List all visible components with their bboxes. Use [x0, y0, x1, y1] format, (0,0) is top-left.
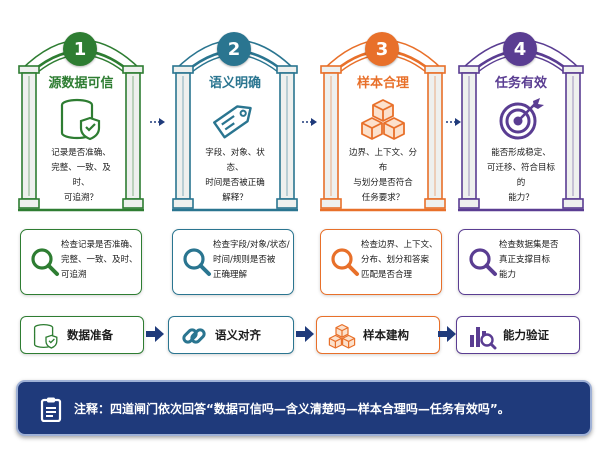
check-text-line: 正确理解 — [213, 270, 248, 280]
gate-question: 边界、上下文、分布与划分是否符合任务要求？ — [346, 146, 420, 206]
database-shield-icon — [56, 96, 106, 142]
gate-title: 源数据可信 — [48, 76, 114, 91]
link-icon — [179, 321, 209, 351]
check-text-line: 检查边界、上下文、 — [361, 240, 438, 250]
magnifier-icon — [181, 246, 213, 278]
check-text: 检查数据集是否真正支撑目标能力 — [499, 238, 577, 283]
pipeline-step-label: 能力验证 — [503, 328, 549, 342]
pipeline-step-3: 样本建构 — [316, 316, 440, 354]
check-text-line: 可追溯 — [61, 270, 87, 280]
gate-question: 记录是否准确、完整、一致、及时、可追溯？ — [44, 146, 118, 206]
check-card-3: 检查边界、上下文、分布、划分和答案匹配是否合理 — [320, 229, 442, 295]
gate-question: 能否形成稳定、可迁移、符合目标的能力？ — [484, 146, 558, 206]
arrow-right-icon — [146, 326, 164, 342]
arrow-right-icon — [438, 326, 456, 342]
pipeline-step-label: 样本建构 — [363, 328, 409, 342]
check-card-2: 检查字段/对象/状态/时间/规则是否被正确理解 — [172, 229, 294, 295]
check-text-line: 能力 — [499, 270, 517, 280]
check-text-line: 检查记录是否准确、 — [61, 240, 138, 250]
gate-3: 3 样本合理 边界、上下文、分布与划分是否符合任务要求？ — [320, 26, 446, 212]
magnifier-icon — [29, 246, 61, 278]
gate-question-line: 时间是否被正确 — [205, 178, 265, 188]
dashed-arrow-icon — [302, 112, 318, 126]
check-text: 检查边界、上下文、分布、划分和答案匹配是否合理 — [361, 238, 439, 283]
gate-question-line: 可追溯？ — [63, 193, 98, 203]
gate-question-line: 能否形成稳定、 — [491, 148, 551, 158]
check-card-1: 检查记录是否准确、完整、一致、及时、可追溯 — [20, 229, 142, 295]
arrow-right-icon — [296, 326, 314, 342]
gate-question-line: 记录是否准确、 — [51, 148, 111, 158]
gate-question-line: 完整、一致、及时、 — [51, 163, 111, 188]
gate-title: 语义明确 — [208, 76, 261, 91]
gate-title: 样本合理 — [356, 76, 409, 91]
pipeline-step-4: 能力验证 — [456, 316, 580, 354]
gate-question-line: 字段、对象、状态、 — [205, 148, 265, 173]
clipboard-icon — [38, 396, 64, 423]
gate-question-line: 与划分是否符合 — [353, 178, 413, 188]
pipeline-step-label: 语义对齐 — [215, 328, 261, 342]
gate-4: 4 任务有效 能否形成稳定、可迁移、符合目标的能力？ — [458, 26, 584, 212]
gate-number-badge: 2 — [217, 32, 251, 66]
cubes-icon — [327, 321, 357, 351]
check-text: 检查字段/对象/状态/时间/规则是否被正确理解 — [213, 238, 291, 283]
gate-1: 1 源数据可信 记录是否准确、完整、一致、及时、可追溯？ — [18, 26, 144, 212]
check-text-line: 匹配是否合理 — [361, 270, 413, 280]
database-shield-icon — [31, 321, 61, 351]
pipeline-step-label: 数据准备 — [67, 328, 113, 342]
gate-number-badge: 1 — [63, 32, 97, 66]
tag-icon — [210, 96, 260, 142]
check-card-4: 检查数据集是否真正支撑目标能力 — [458, 229, 580, 295]
magnifier-icon — [329, 246, 361, 278]
check-text: 检查记录是否准确、完整、一致、及时、可追溯 — [61, 238, 139, 283]
pipeline-step-1: 数据准备 — [20, 316, 144, 354]
dashed-arrow-icon — [446, 112, 462, 126]
gate-number-badge: 4 — [503, 32, 537, 66]
gate-question: 字段、对象、状态、时间是否被正确解释？ — [198, 146, 272, 206]
gate-question-line: 能力？ — [508, 193, 534, 203]
note-bar: 注释：四道闸门依次回答“数据可信吗—含义清楚吗—样本合理吗—任务有效吗”。 — [16, 380, 592, 436]
chart-magnifier-icon — [467, 321, 497, 351]
gate-number-badge: 3 — [365, 32, 399, 66]
check-text-line: 分布、划分和答案 — [361, 255, 430, 265]
gate-question-line: 解释？ — [222, 193, 248, 203]
note-text: 注释：四道闸门依次回答“数据可信吗—含义清楚吗—样本合理吗—任务有效吗”。 — [74, 402, 510, 416]
dashed-arrow-icon — [150, 112, 166, 126]
check-text-line: 检查数据集是否 — [499, 240, 559, 250]
check-text-line: 时间/规则是否被 — [213, 255, 276, 265]
stacked-cubes-icon — [358, 96, 408, 142]
gate-title: 任务有效 — [494, 76, 547, 91]
check-text-line: 完整、一致、及时、 — [61, 255, 138, 265]
gate-question-line: 边界、上下文、分布 — [348, 148, 417, 173]
gate-question-line: 可迁移、符合目标的 — [486, 163, 555, 188]
magnifier-icon — [467, 246, 499, 278]
target-icon — [496, 96, 546, 142]
check-text-line: 真正支撑目标 — [499, 255, 551, 265]
check-text-line: 检查字段/对象/状态/ — [213, 240, 290, 250]
gate-question-line: 任务要求？ — [361, 193, 405, 203]
pipeline-step-2: 语义对齐 — [168, 316, 294, 354]
gate-2: 2 语义明确 字段、对象、状态、时间是否被正确解释？ — [172, 26, 298, 212]
